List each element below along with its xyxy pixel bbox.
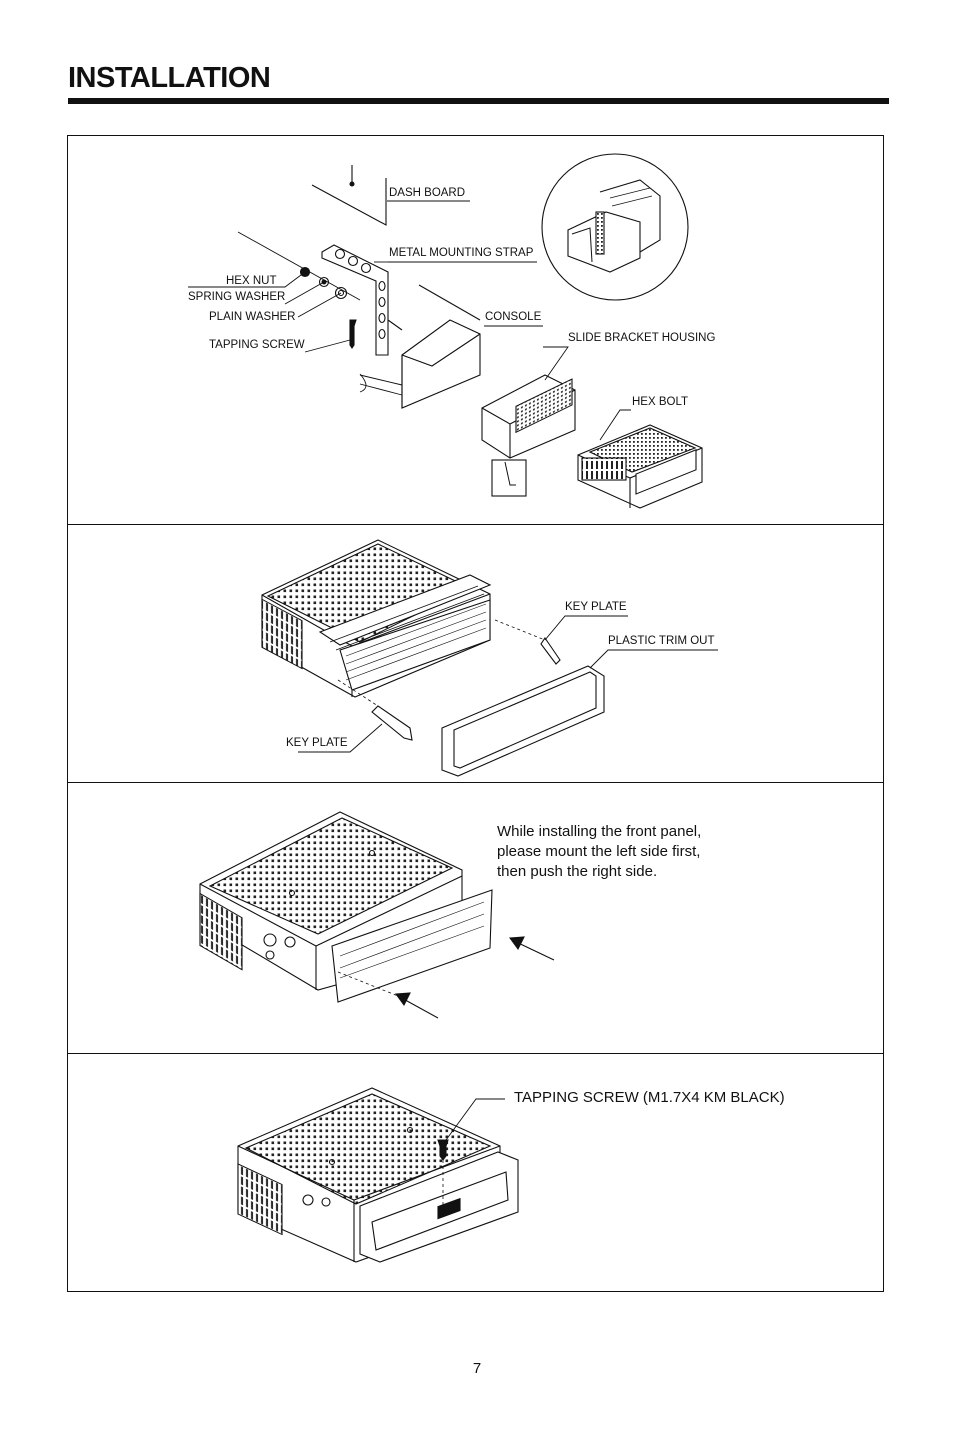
label-metal-mounting-strap: METAL MOUNTING STRAP [389, 247, 534, 259]
label-hex-bolt: HEX BOLT [632, 396, 689, 408]
label-tapping-screw-spec: TAPPING SCREW (M1.7X4 KM BLACK) [514, 1089, 785, 1106]
instruction-line-3: then push the right side. [497, 863, 658, 880]
section-divider-2 [67, 782, 884, 784]
diagram-frame [67, 135, 884, 1292]
label-tapping-screw: TAPPING SCREW [209, 339, 305, 351]
front-panel-instruction: While installing the front panel, please… [497, 822, 701, 882]
trim-removal-diagram [261, 539, 605, 777]
label-dash-board: DASH BOARD [389, 187, 466, 199]
label-key-plate-right: KEY PLATE [565, 601, 627, 613]
instruction-line-2: please mount the left side first, [497, 843, 701, 860]
section4-leader-line [445, 1098, 505, 1141]
page-title: INSTALLATION [68, 62, 271, 94]
label-slide-bracket-housing: SLIDE BRACKET HOUSING [568, 332, 716, 344]
section-divider-3 [67, 1053, 884, 1055]
label-hex-nut: HEX NUT [226, 275, 277, 287]
dashboard-mounting-diagram [237, 153, 703, 509]
instruction-line-1: While installing the front panel, [497, 823, 702, 840]
section1-leader-lines [188, 200, 631, 441]
page-number: 7 [472, 1360, 482, 1377]
section2-leader-lines [298, 615, 718, 753]
title-rule [68, 98, 889, 104]
screw-fastening-diagram [237, 1087, 519, 1263]
label-plastic-trim-out: PLASTIC TRIM OUT [608, 635, 715, 647]
front-panel-mount-diagram [199, 811, 555, 1019]
label-key-plate-left: KEY PLATE [286, 737, 348, 749]
label-spring-washer: SPRING WASHER [188, 291, 286, 303]
label-console: CONSOLE [485, 311, 542, 323]
section-divider-1 [67, 524, 884, 526]
label-plain-washer: PLAIN WASHER [209, 311, 296, 323]
